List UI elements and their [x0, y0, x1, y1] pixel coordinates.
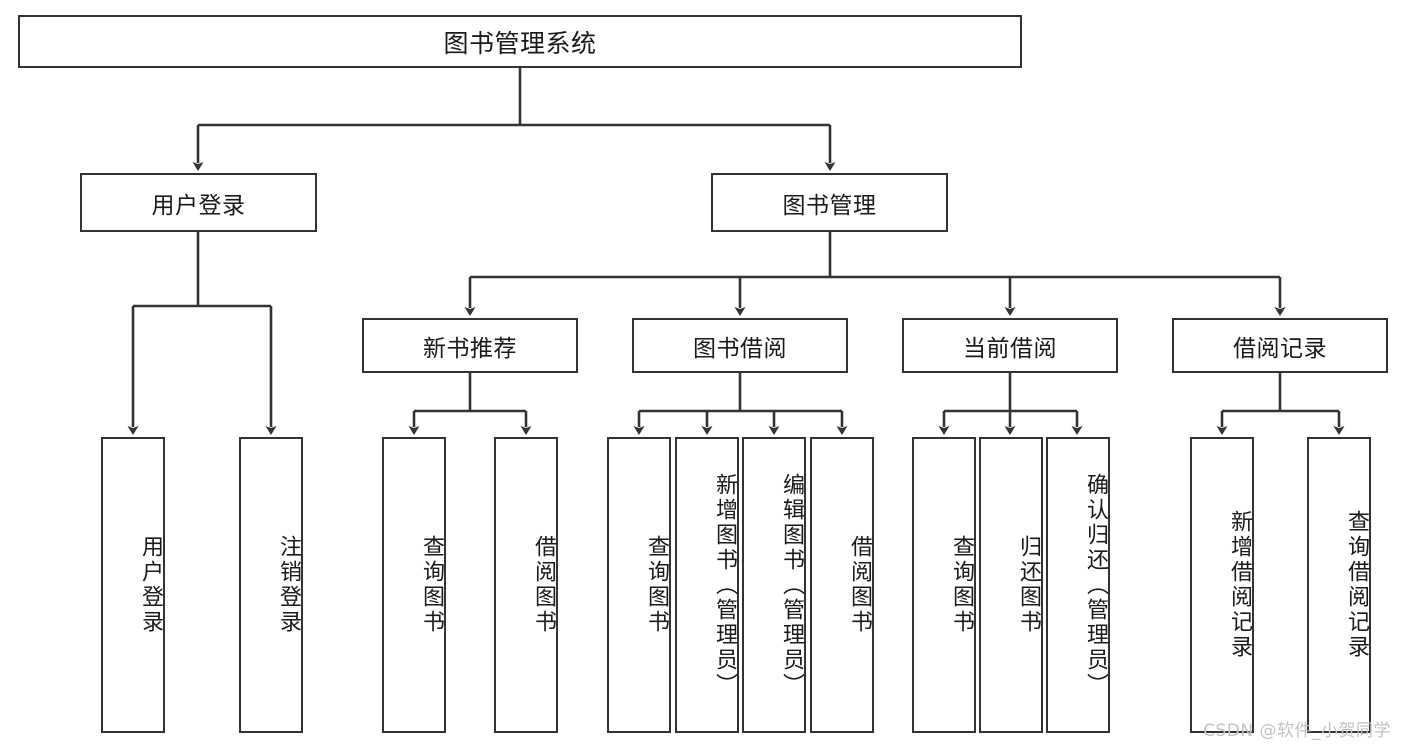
watermark-text: CSDN @软件_小贺同学 — [1203, 721, 1391, 741]
node-current-borrow[interactable]: 当前借阅 — [902, 318, 1118, 373]
node-leaf-logout-login[interactable]: 注销登录 — [239, 437, 303, 733]
node-label: 查询图书 — [644, 535, 669, 635]
node-label: 查询图书 — [419, 535, 444, 635]
node-label: 新增借阅记录 — [1227, 510, 1252, 660]
node-leaf-query-book-1[interactable]: 查询图书 — [382, 437, 446, 733]
node-leaf-edit-book-admin[interactable]: 编辑图书（管理员） — [742, 437, 806, 733]
node-label: 新书推荐 — [423, 335, 517, 362]
node-leaf-add-borrow-record[interactable]: 新增借阅记录 — [1190, 437, 1254, 733]
node-new-book-recommend[interactable]: 新书推荐 — [362, 318, 578, 373]
node-label: 用户登录 — [151, 192, 246, 219]
node-label: 用户登录 — [138, 535, 163, 635]
node-label: 图书借阅 — [693, 335, 787, 362]
node-leaf-user-login[interactable]: 用户登录 — [101, 437, 165, 733]
node-label: 借阅记录 — [1233, 335, 1327, 362]
node-leaf-add-book-admin[interactable]: 新增图书（管理员） — [675, 437, 739, 733]
node-label: 注销登录 — [276, 535, 301, 635]
node-leaf-borrow-book-2[interactable]: 借阅图书 — [810, 437, 874, 733]
node-leaf-confirm-return-admin[interactable]: 确认归还（管理员） — [1046, 437, 1110, 733]
node-label: 图书管理系统 — [443, 28, 597, 58]
node-book-borrow[interactable]: 图书借阅 — [632, 318, 848, 373]
node-label: 图书管理 — [782, 192, 877, 219]
node-label: 查询借阅记录 — [1344, 510, 1369, 660]
node-label: 编辑图书（管理员） — [779, 472, 804, 698]
node-user-login[interactable]: 用户登录 — [80, 173, 317, 232]
node-label: 借阅图书 — [531, 535, 556, 635]
node-root-book-management-system[interactable]: 图书管理系统 — [18, 15, 1022, 68]
node-label: 确认归还（管理员） — [1083, 472, 1108, 698]
node-leaf-borrow-book-1[interactable]: 借阅图书 — [494, 437, 558, 733]
node-label: 查询图书 — [949, 535, 974, 635]
node-book-management[interactable]: 图书管理 — [711, 173, 948, 232]
node-leaf-query-borrow-record[interactable]: 查询借阅记录 — [1307, 437, 1371, 733]
node-label: 归还图书 — [1016, 535, 1041, 635]
node-label: 新增图书（管理员） — [712, 472, 737, 698]
node-leaf-query-book-2[interactable]: 查询图书 — [607, 437, 671, 733]
node-leaf-query-book-3[interactable]: 查询图书 — [912, 437, 976, 733]
node-label: 借阅图书 — [847, 535, 872, 635]
node-leaf-return-book[interactable]: 归还图书 — [979, 437, 1043, 733]
node-borrow-record[interactable]: 借阅记录 — [1172, 318, 1388, 373]
node-label: 当前借阅 — [963, 335, 1057, 362]
